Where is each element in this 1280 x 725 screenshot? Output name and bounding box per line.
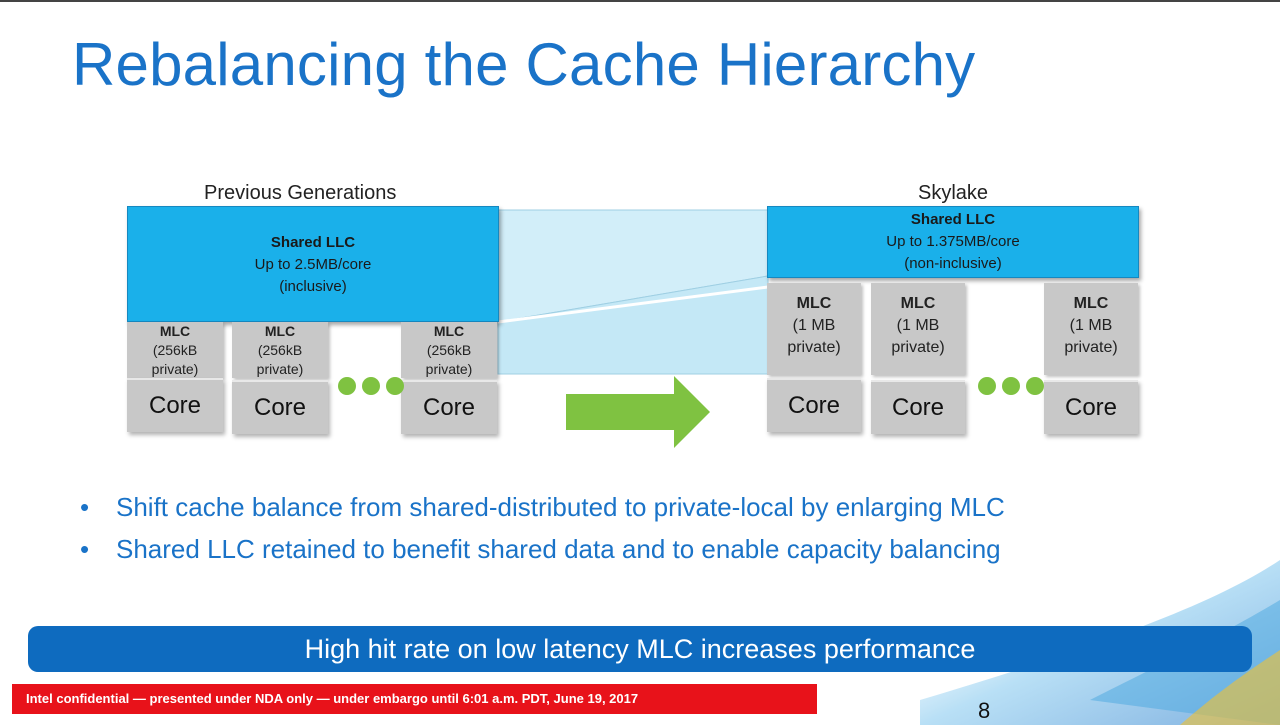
skylake-mlc-box-1: MLC (1 MB private)	[767, 283, 861, 375]
llc-title: Shared LLC	[270, 234, 356, 251]
mlc-title: MLC	[796, 295, 832, 312]
bullet-text: Shared LLC retained to benefit shared da…	[116, 534, 1001, 564]
bullet-item: • Shared LLC retained to benefit shared …	[80, 530, 1005, 572]
mlc-title: MLC	[433, 323, 465, 339]
mlc-size: (1 MB	[1069, 317, 1113, 334]
mlc-scope: private)	[151, 361, 199, 377]
mlc-size: (256kB	[152, 342, 198, 358]
previous-mlc-box-1: MLC (256kB private)	[127, 322, 223, 378]
previous-shared-llc-box: Shared LLC Up to 2.5MB/core (inclusive)	[127, 206, 499, 322]
previous-core-3: Core	[401, 380, 497, 434]
mlc-size: (1 MB	[896, 317, 940, 334]
previous-core-2: Core	[232, 380, 328, 434]
skylake-core-3: Core	[1044, 380, 1138, 434]
skylake-core-2: Core	[871, 380, 965, 434]
top-border-line	[0, 0, 1280, 2]
slide-title: Rebalancing the Cache Hierarchy	[72, 31, 976, 98]
mlc-size: (1 MB	[792, 317, 836, 334]
bullet-marker: •	[80, 534, 90, 564]
skylake-mlc-box-2: MLC (1 MB private)	[871, 283, 965, 375]
mlc-title: MLC	[159, 323, 191, 339]
mlc-size: (256kB	[257, 342, 303, 358]
bullet-marker: •	[80, 492, 90, 522]
llc-note: (inclusive)	[279, 278, 347, 295]
llc-size: Up to 1.375MB/core	[886, 233, 1020, 250]
mlc-scope: private)	[787, 339, 841, 356]
confidential-footer: Intel confidential — presented under NDA…	[12, 684, 817, 714]
ellipsis-dots-icon	[978, 377, 1044, 395]
mlc-title: MLC	[1073, 295, 1109, 312]
mlc-scope: private)	[256, 361, 304, 377]
skylake-shared-llc-box: Shared LLC Up to 1.375MB/core (non-inclu…	[767, 206, 1139, 278]
llc-note: (non-inclusive)	[904, 255, 1002, 272]
mlc-title: MLC	[264, 323, 296, 339]
skylake-core-1: Core	[767, 378, 861, 432]
previous-mlc-box-2: MLC (256kB private)	[232, 322, 328, 378]
bullet-list: • Shift cache balance from shared-distri…	[80, 488, 1005, 572]
mlc-scope: private)	[891, 339, 945, 356]
skylake-mlc-box-3: MLC (1 MB private)	[1044, 283, 1138, 375]
mlc-size: (256kB	[426, 342, 472, 358]
right-arrow-icon	[566, 376, 710, 448]
conclusion-banner: High hit rate on low latency MLC increas…	[28, 626, 1252, 672]
ellipsis-dots-icon	[338, 377, 404, 395]
mlc-scope: private)	[1064, 339, 1118, 356]
mlc-title: MLC	[900, 295, 936, 312]
previous-mlc-box-3: MLC (256kB private)	[401, 322, 497, 378]
previous-generations-label: Previous Generations	[204, 182, 397, 204]
llc-size: Up to 2.5MB/core	[254, 256, 372, 273]
llc-title: Shared LLC	[910, 211, 996, 228]
bullet-item: • Shift cache balance from shared-distri…	[80, 488, 1005, 530]
previous-core-1: Core	[127, 378, 223, 432]
bullet-text: Shift cache balance from shared-distribu…	[116, 492, 1005, 522]
skylake-label: Skylake	[918, 182, 989, 204]
mlc-scope: private)	[425, 361, 473, 377]
page-number: 8	[978, 698, 991, 723]
